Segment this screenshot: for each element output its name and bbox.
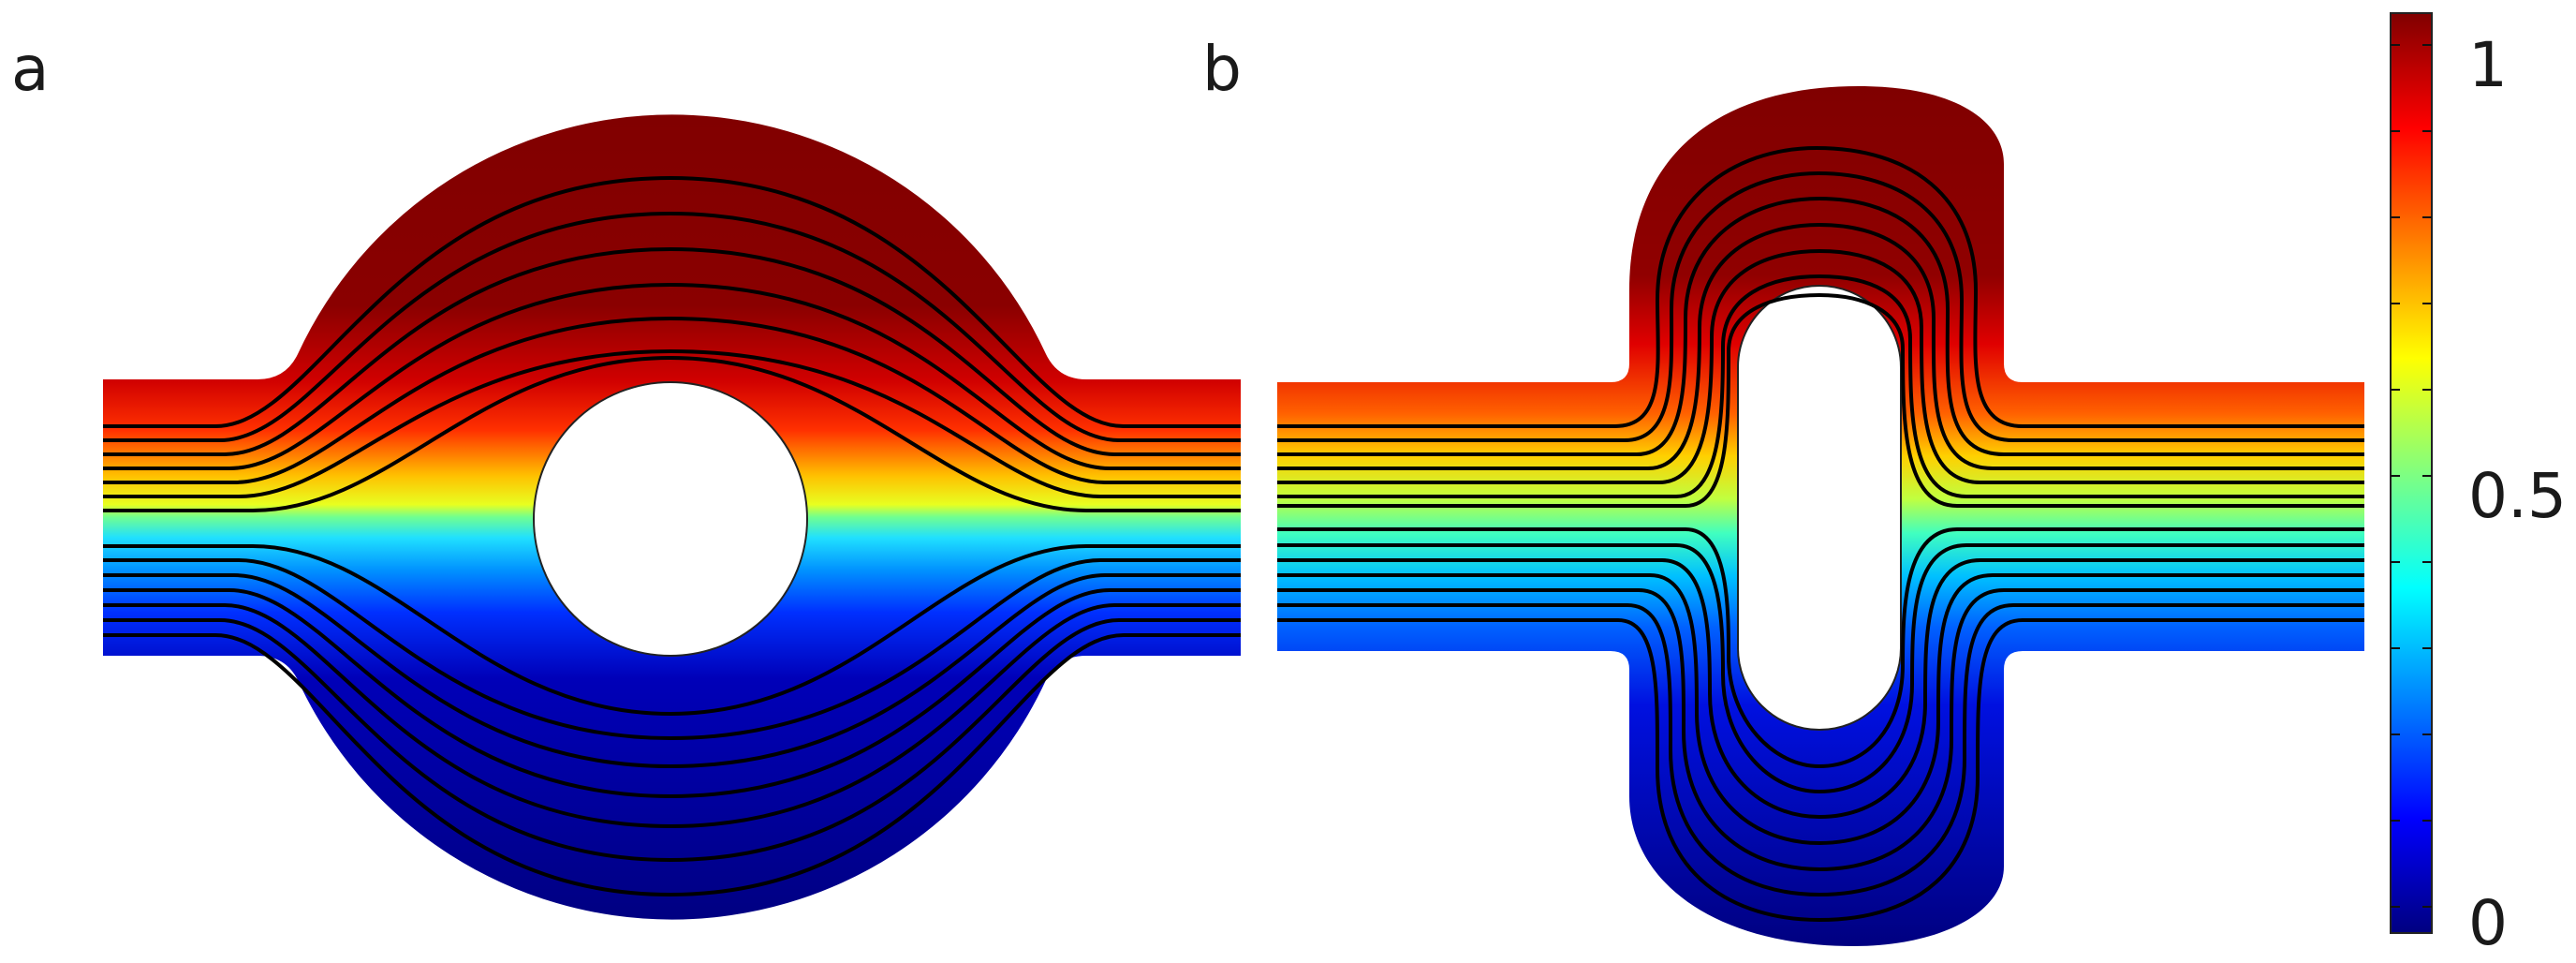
- panel-b-streamline: [1277, 196, 2364, 456]
- colorbar-tick-label-mid: 0.5: [2468, 460, 2567, 532]
- panel-b-streamline: [1277, 588, 2364, 872]
- panel-a-label: a: [11, 33, 49, 105]
- colorbar-ticks: [2391, 44, 2432, 908]
- panel-a-streamline: [103, 618, 1241, 863]
- panel-b-streamline: [1277, 222, 2364, 470]
- panel-b-streamline: [1277, 558, 2364, 820]
- panel-a-streamline: [103, 544, 1241, 717]
- panel-b-streamline: [1277, 170, 2364, 442]
- panel-b-streamline: [1277, 618, 2364, 923]
- panel-a-streamline: [103, 282, 1241, 470]
- colorbar-gradient: [2390, 12, 2433, 934]
- panel-b-streamline: [1277, 145, 2364, 428]
- panel-b-streamline: [1277, 543, 2364, 794]
- panel-b-streamline: [1277, 274, 2364, 498]
- panel-b-obstacle: [1737, 285, 1902, 731]
- panel-a-streamline: [103, 558, 1241, 741]
- panel-b-streamline: [1277, 603, 2364, 897]
- panel-a-streamline: [103, 603, 1241, 829]
- panel-a-streamline: [103, 175, 1241, 428]
- panel-a-field: [103, 114, 1241, 920]
- panel-a-streamline: [103, 246, 1241, 456]
- panel-b-label: b: [1202, 33, 1242, 105]
- panel-a-streamline: [103, 316, 1241, 484]
- panel-a-streamline: [103, 573, 1241, 769]
- panel-a-streamline: [103, 355, 1241, 512]
- panel-a-obstacle: [533, 381, 808, 657]
- panel-b-field: [1277, 86, 2364, 946]
- colorbar-tick-label-max: 1: [2468, 29, 2508, 101]
- panel-b-streamline: [1277, 527, 2364, 769]
- panel-a-streamlines: [103, 175, 1241, 897]
- panel-b-streamlines: [1277, 145, 2364, 923]
- panel-a-streamline: [103, 211, 1241, 442]
- panel-a-streamline: [103, 588, 1241, 799]
- colorbar: 1 0.5 0: [2390, 12, 2567, 959]
- panel-b-streamline: [1277, 248, 2364, 484]
- panel-b-streamline: [1277, 292, 2364, 508]
- panel-a-streamline: [103, 633, 1241, 897]
- panel-b-streamline: [1277, 573, 2364, 846]
- colorbar-tick-label-min: 0: [2468, 887, 2508, 959]
- panel-a-streamline: [103, 348, 1241, 498]
